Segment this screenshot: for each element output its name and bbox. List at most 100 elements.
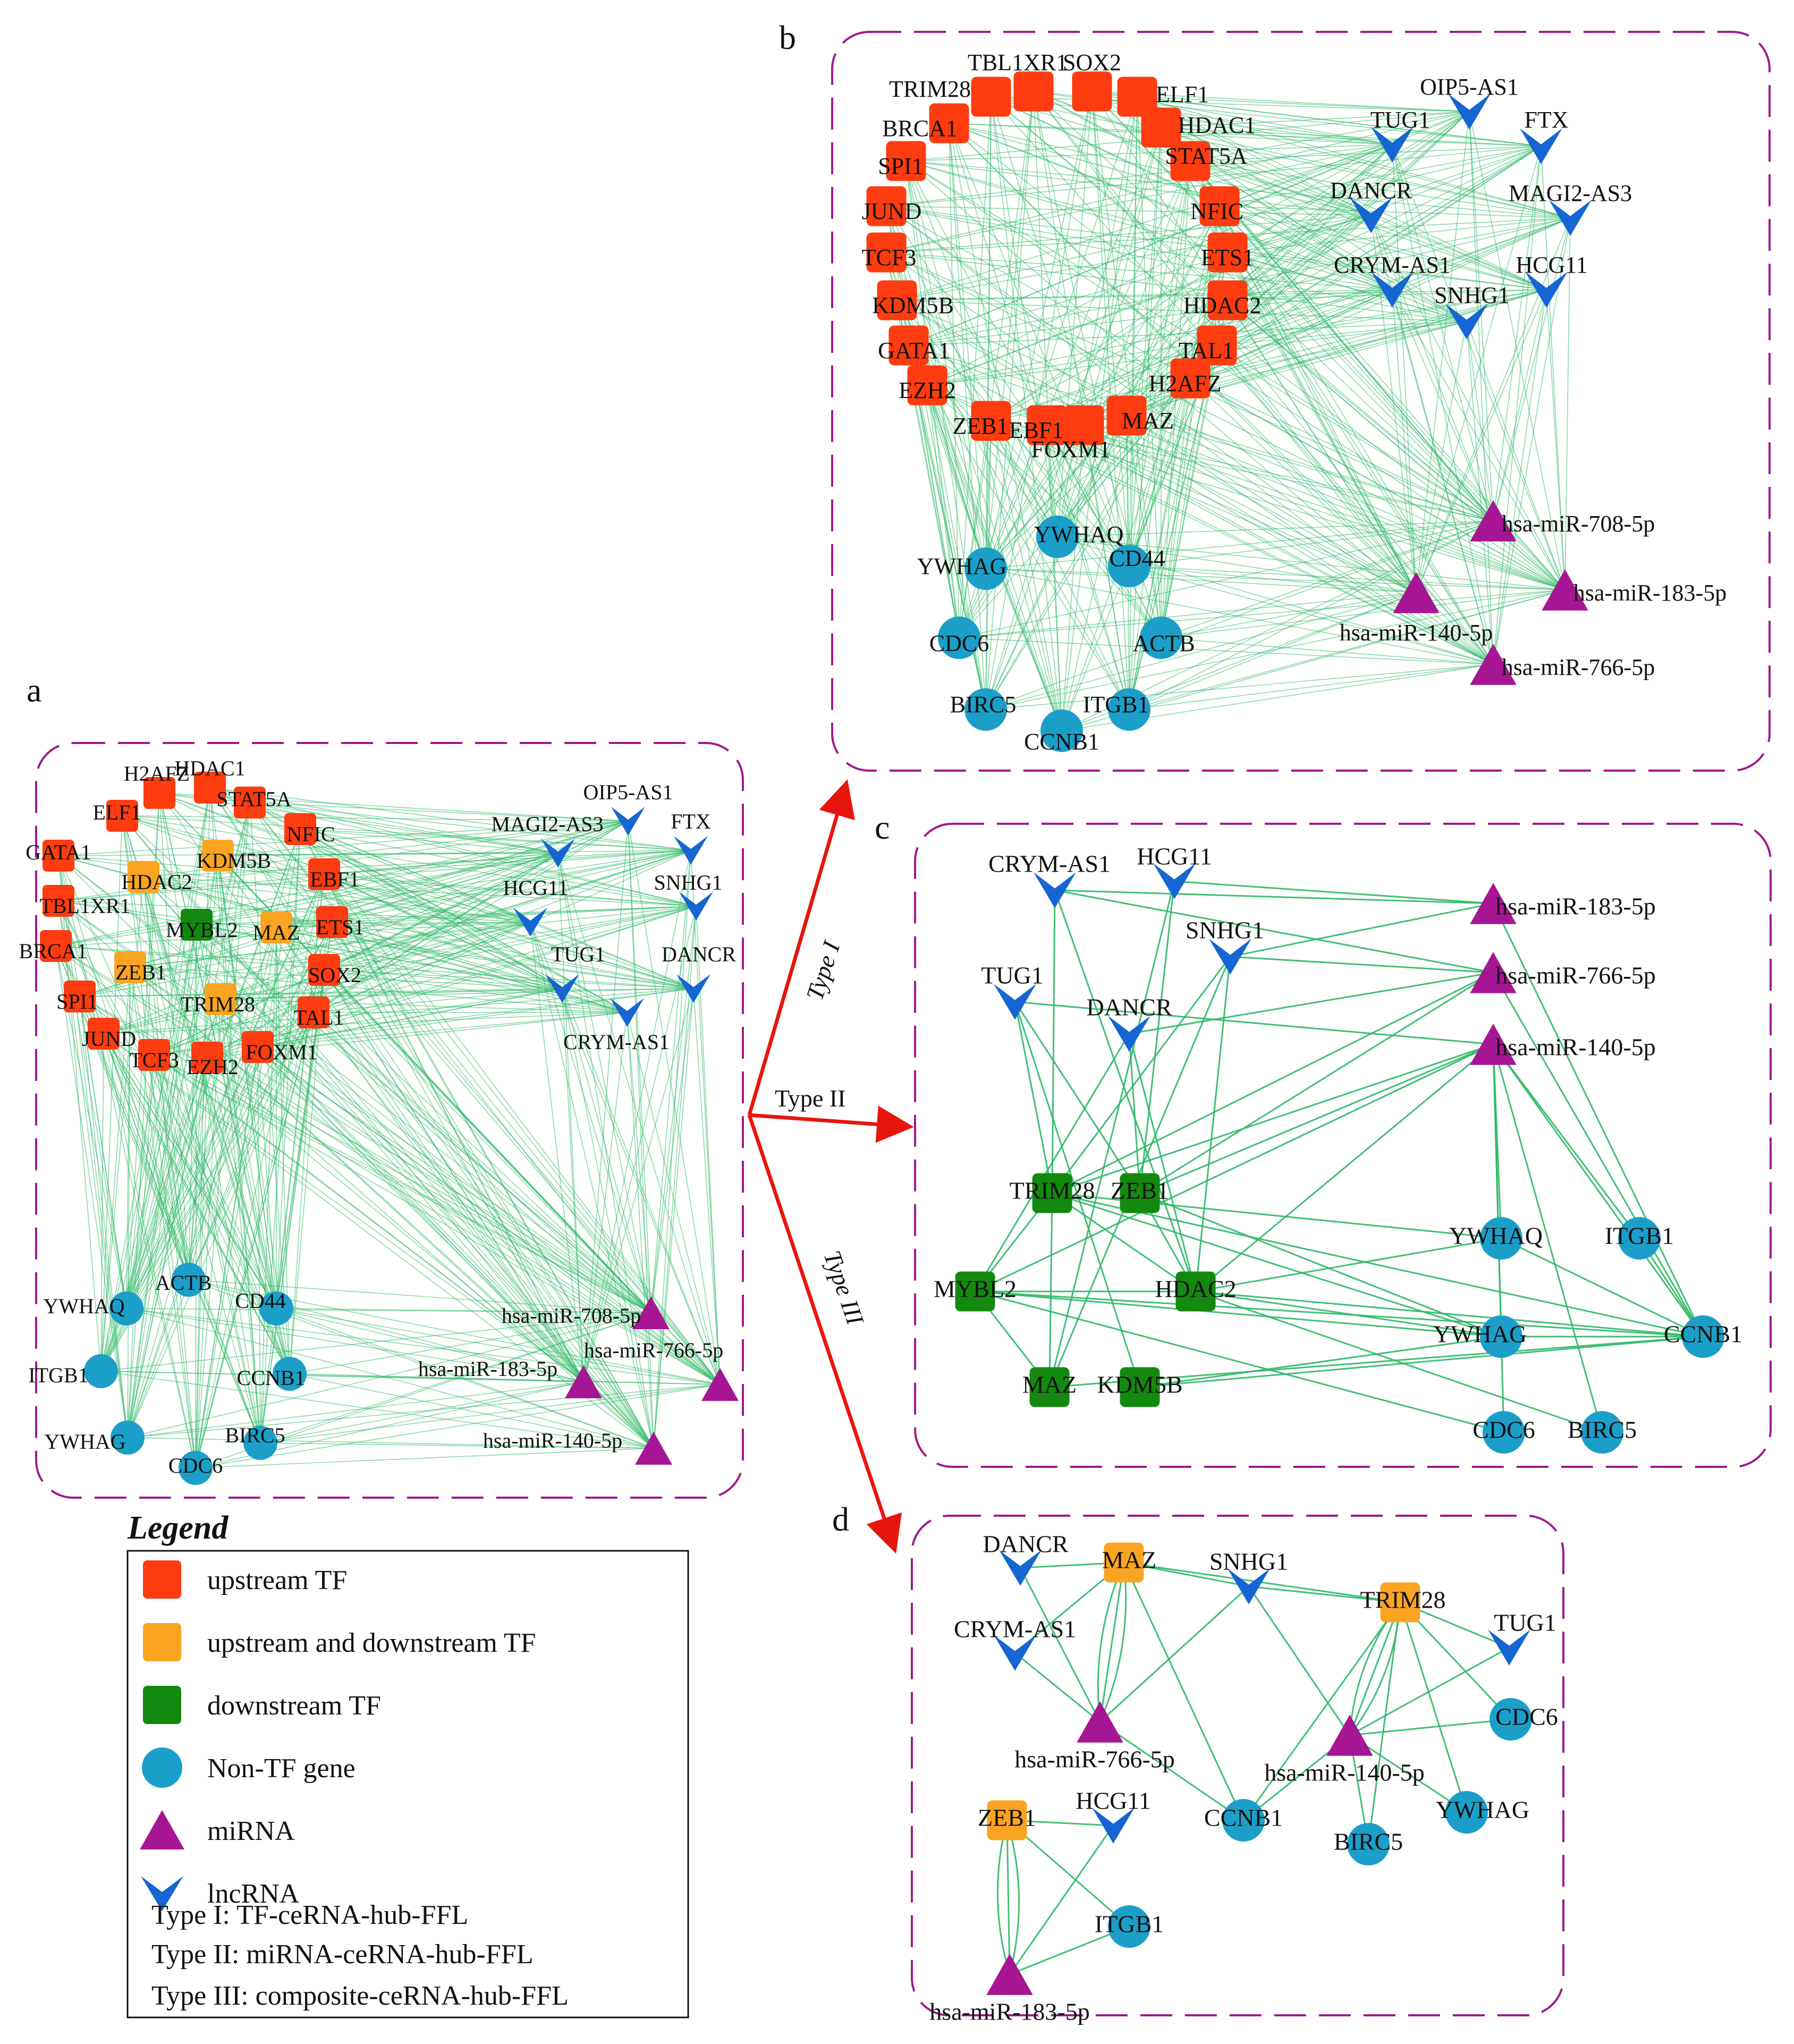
edge (1190, 378, 1565, 590)
panel-c-edges (974, 880, 1704, 1433)
tf-node-shape (866, 232, 907, 273)
node-label: CCNB1 (1204, 1804, 1283, 1831)
gene-node-shape (1682, 1315, 1724, 1358)
tf-node-shape (877, 280, 917, 320)
node-label: TBL1XR1 (968, 49, 1068, 75)
edge (1161, 111, 1470, 128)
tf-node-shape (1175, 1271, 1216, 1312)
node-label: HDAC2 (121, 870, 192, 894)
legend-label-upstream: upstream TF (207, 1565, 347, 1595)
node-label: OIP5-AS1 (1420, 74, 1519, 100)
edge (126, 1046, 258, 1309)
edge (908, 215, 1372, 346)
edge (1084, 289, 1547, 426)
edge (1195, 1237, 1502, 1293)
edge (79, 996, 128, 1438)
edge (1493, 217, 1571, 665)
edge (58, 855, 290, 1374)
mirna-node-shape (986, 1954, 1033, 1995)
node-label: hsa-miR-183-5p (1495, 893, 1656, 920)
node-label: ETS1 (316, 915, 364, 939)
type-3-label: Type III (819, 1247, 870, 1330)
edge (1051, 956, 1231, 1194)
node-label: ETS1 (1201, 244, 1254, 271)
edge (985, 206, 1220, 569)
edge (886, 215, 1372, 253)
edge (975, 1290, 1502, 1338)
node-label: TRIM28 (181, 992, 255, 1016)
legend-note-type-1: Type I: TF-ceRNA-hub-FFL (151, 1900, 468, 1930)
node-label: BRCA1 (19, 939, 88, 963)
node-label: SPI1 (878, 153, 924, 179)
edge (985, 592, 1417, 710)
edge (1129, 378, 1191, 710)
edge (996, 1820, 1011, 1975)
edge (103, 821, 629, 1034)
node-label: hsa-miR-183-5p (418, 1357, 557, 1381)
mirna-node-shape (1470, 644, 1517, 685)
edge (1349, 1734, 1467, 1813)
edge (143, 876, 189, 1280)
edge (1052, 1192, 1502, 1338)
edge (1139, 1336, 1704, 1388)
node-gata1: GATA1 (26, 840, 91, 872)
tf-node-shape (43, 885, 74, 917)
edge (260, 1442, 654, 1449)
node-label: SNHG1 (654, 871, 723, 894)
node-label: FTX (1524, 107, 1568, 133)
gene-node-shape (1108, 1905, 1150, 1948)
node-label: ITGB1 (1083, 691, 1149, 717)
edge (927, 385, 1130, 567)
edge (1046, 111, 1470, 426)
node-dancr: DANCR (662, 942, 736, 1003)
edge (260, 1384, 721, 1443)
legend-item-mirna: miRNA (140, 1810, 295, 1849)
tf-node-shape (987, 1800, 1027, 1840)
edge (1416, 217, 1571, 593)
node-label: CD44 (235, 1289, 286, 1313)
mirna-node-shape (632, 1296, 670, 1329)
tf-node-shape (128, 861, 159, 893)
panel-a-edges (55, 787, 721, 1468)
edge (1416, 289, 1547, 593)
edge (949, 123, 1547, 290)
lncrna-node-shape (999, 1550, 1042, 1586)
tf-node-shape (106, 800, 138, 832)
gene-node-shape (938, 616, 980, 659)
edge (1126, 415, 1565, 590)
node-dancr: DANCR (983, 1531, 1069, 1586)
node-ccnb1: CCNB1 (1664, 1315, 1742, 1358)
node-cd44: CD44 (1108, 545, 1165, 587)
edge (1227, 252, 1417, 593)
edge (1161, 637, 1494, 665)
gene-node-shape (84, 1354, 118, 1388)
edge (1230, 902, 1494, 958)
tf-node-shape (40, 930, 72, 962)
lncrna-node-shape (1108, 1016, 1150, 1052)
node-birc5: BIRC5 (1334, 1823, 1403, 1865)
node-maz: MAZ (1022, 1367, 1077, 1407)
edge (207, 906, 697, 1058)
edge (143, 876, 694, 989)
edge (886, 111, 1470, 253)
tf-node-shape (888, 325, 929, 366)
edge (583, 1012, 628, 1382)
edge (79, 996, 290, 1374)
edge (1227, 300, 1494, 521)
tf-node-shape (1120, 1367, 1160, 1407)
node-label: TBL1XR1 (39, 894, 130, 918)
edge (583, 821, 629, 1382)
edge (1349, 1718, 1511, 1736)
node-ccnb1: CCNB1 (237, 1357, 307, 1391)
edge (154, 850, 691, 1055)
node-cdc6: CDC6 (1490, 1698, 1558, 1741)
edge (58, 855, 189, 1280)
tf-node-shape (1106, 395, 1147, 436)
edge (103, 1033, 651, 1313)
node-maz: MAZ (1106, 395, 1174, 436)
node-mybl2: MYBL2 (934, 1271, 1017, 1312)
tf-node-shape (1029, 1367, 1070, 1407)
legend-swatch-downstream (143, 1686, 181, 1724)
